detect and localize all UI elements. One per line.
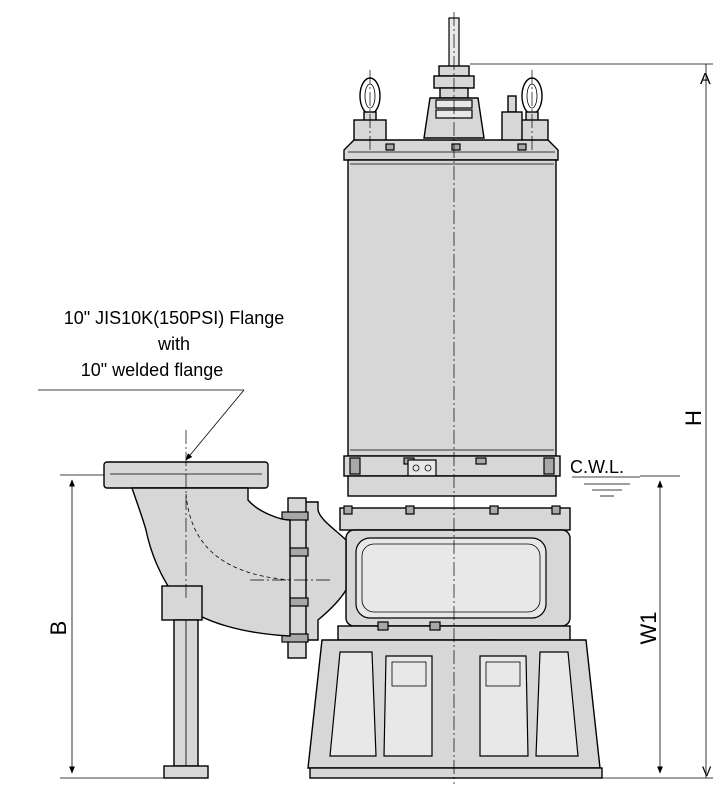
dim-h-label: H xyxy=(681,410,706,426)
nameplate-screw-right xyxy=(424,464,432,472)
dim-w1-label: W1 xyxy=(636,612,661,645)
cover-bolts xyxy=(385,143,527,151)
pump-casing xyxy=(269,497,571,659)
centerlines xyxy=(185,12,533,784)
motor-assembly xyxy=(343,17,561,497)
motor-top-cover xyxy=(343,139,559,161)
flange-callout-leader xyxy=(38,389,245,461)
callout-line-3: 10" welded flange xyxy=(81,360,224,380)
motor-frame xyxy=(347,159,557,457)
housing-bolts xyxy=(343,505,561,515)
callout-line-2: with xyxy=(157,334,190,354)
cwl-water-level-symbol xyxy=(572,476,640,497)
dimension-lines xyxy=(60,63,713,779)
oil-chamber xyxy=(347,475,557,497)
callout-line-1: 10" JIS10K(150PSI) Flange xyxy=(64,308,285,328)
dim-b-label: B xyxy=(46,621,71,636)
pump-base xyxy=(307,621,603,779)
cwl-label: C.W.L. xyxy=(570,457,624,477)
motor-bottom-flange xyxy=(343,455,561,477)
nameplate xyxy=(407,459,437,477)
support-foot xyxy=(163,765,209,779)
nameplate-screw-left xyxy=(412,464,420,472)
edge-label-top: A xyxy=(700,71,711,88)
edge-label-bottom: V xyxy=(702,763,712,779)
discharge-elbow xyxy=(103,461,291,779)
base-plate xyxy=(309,767,603,779)
terminal-plug xyxy=(501,95,523,143)
